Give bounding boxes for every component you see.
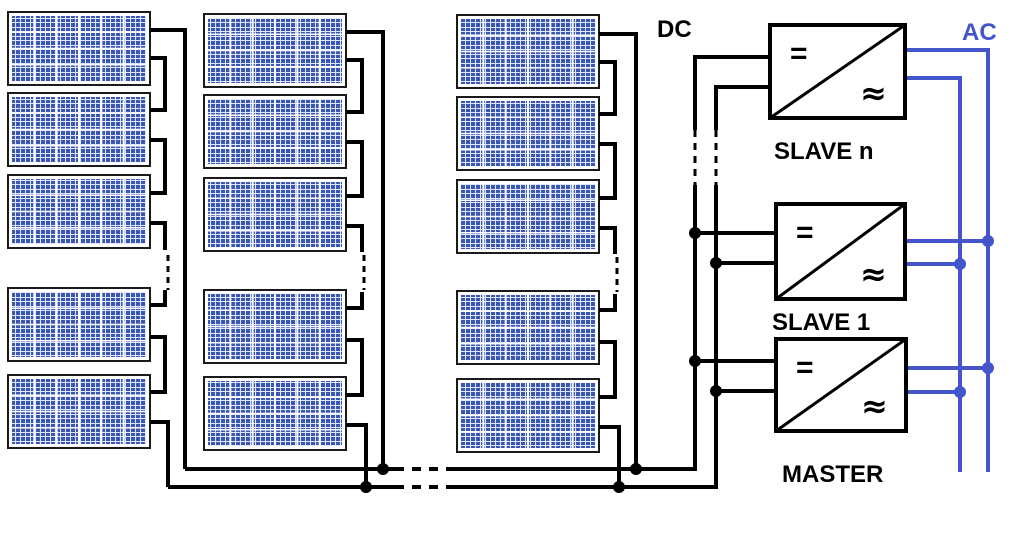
junction-dot xyxy=(710,257,722,269)
solar-panel xyxy=(203,13,347,88)
ac-symbol-icon: ≈ xyxy=(860,74,887,112)
solar-panel xyxy=(7,374,151,449)
slave-1-label: SLAVE 1 xyxy=(772,309,870,336)
dc-wire xyxy=(599,294,617,312)
dc-symbol-icon: = xyxy=(796,351,814,384)
dc-label: DC xyxy=(657,16,692,43)
dc-wire xyxy=(346,423,368,487)
junction-dot xyxy=(954,386,966,398)
junction-dot xyxy=(710,385,722,397)
ac-wire xyxy=(905,76,962,472)
dc-wire xyxy=(150,221,167,250)
solar-panel xyxy=(203,94,347,169)
dc-wire xyxy=(346,30,385,469)
solar-panel xyxy=(7,92,151,167)
ac-symbol-icon: ≈ xyxy=(860,255,887,293)
dc-wire xyxy=(599,60,617,116)
ac-label: AC xyxy=(962,19,997,46)
inverter-slave-1: =≈ xyxy=(774,202,907,301)
dc-wire xyxy=(450,85,772,489)
solar-panel xyxy=(456,378,600,453)
junction-dot xyxy=(613,481,625,493)
dc-wire xyxy=(346,292,364,310)
ac-wiring xyxy=(905,48,990,472)
junction-dot xyxy=(954,258,966,270)
dc-wire xyxy=(150,56,167,112)
ac-symbol-icon: ≈ xyxy=(861,387,888,425)
dc-wire xyxy=(150,28,187,469)
solar-panel xyxy=(456,290,600,365)
solar-panel xyxy=(203,289,347,364)
junction-dot xyxy=(360,481,372,493)
junction-dot xyxy=(689,227,701,239)
solar-panel xyxy=(7,11,151,86)
junction-dot xyxy=(982,362,994,374)
dc-wire xyxy=(346,58,364,114)
dc-wire xyxy=(599,425,621,487)
junction-dot xyxy=(377,463,389,475)
dc-wire xyxy=(599,226,617,254)
ac-wire xyxy=(905,48,990,472)
junction-dots xyxy=(360,227,994,493)
dc-wire xyxy=(346,140,364,198)
dc-wire xyxy=(150,290,167,307)
master-label: MASTER xyxy=(782,461,883,488)
solar-panel xyxy=(456,179,600,254)
dc-wire xyxy=(599,32,638,469)
inverter-slave-n: =≈ xyxy=(768,23,907,120)
dc-wire xyxy=(150,420,170,487)
dc-wire xyxy=(346,224,364,252)
dc-symbol-icon: = xyxy=(796,216,814,249)
dc-wire xyxy=(599,142,617,200)
inverters: =≈=≈=≈ xyxy=(768,23,908,433)
dc-wire xyxy=(150,335,167,394)
solar-panel xyxy=(203,177,347,252)
junction-dot xyxy=(689,355,701,367)
solar-panel xyxy=(203,376,347,451)
inverter-master: =≈ xyxy=(774,337,908,433)
dc-wire xyxy=(346,338,364,397)
dc-wire xyxy=(450,55,772,471)
solar-panel xyxy=(456,14,600,89)
solar-panel xyxy=(456,96,600,171)
dc-wiring xyxy=(150,28,778,489)
dc-wire xyxy=(599,340,617,399)
slave-n-label: SLAVE n xyxy=(774,138,874,165)
solar-panel xyxy=(7,287,151,362)
solar-panels xyxy=(7,11,600,453)
junction-dot xyxy=(630,463,642,475)
solar-panel xyxy=(7,174,151,249)
dc-wire xyxy=(150,138,167,195)
dc-symbol-icon: = xyxy=(790,37,808,70)
junction-dot xyxy=(982,235,994,247)
